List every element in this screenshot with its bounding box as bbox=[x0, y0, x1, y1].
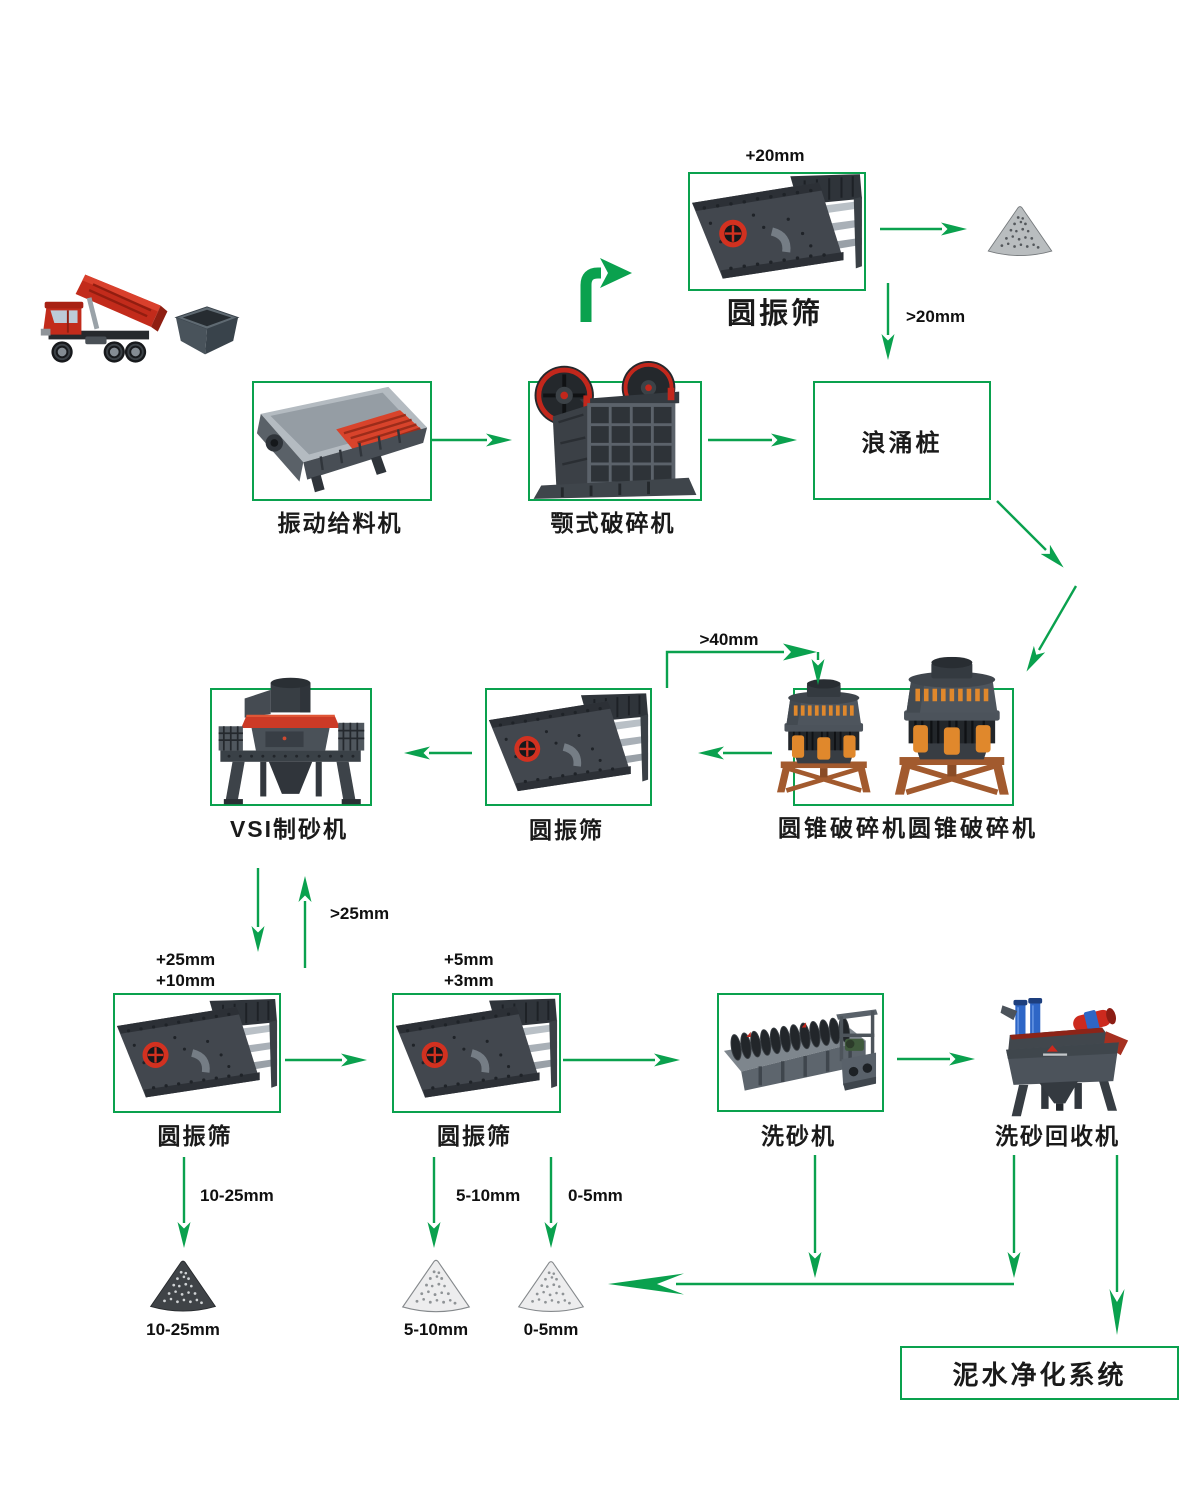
screen-mid-box bbox=[485, 688, 652, 806]
screen-b-label: 圆振筛 bbox=[437, 1123, 512, 1149]
pile-0-5-image bbox=[514, 1258, 588, 1317]
vsi-box bbox=[210, 688, 372, 806]
flow-label-plus25-plus10: +25mm +10mm bbox=[156, 949, 215, 991]
flow-label-plus20: +20mm bbox=[745, 146, 805, 165]
screen-top-label: 圆振筛 bbox=[726, 298, 823, 330]
flow-label-plus10: +10mm bbox=[156, 971, 216, 990]
dump-truck-image bbox=[35, 272, 180, 372]
screen-top-image bbox=[690, 174, 864, 289]
mud-purification-label: 泥水净化系统 bbox=[952, 1359, 1127, 1390]
flow-label-plus3: +3mm bbox=[444, 971, 494, 990]
collect-arrowhead bbox=[608, 1273, 684, 1295]
flow-label-5-10: 5-10mm bbox=[456, 1186, 521, 1205]
flow-label-plus25: +25mm bbox=[156, 950, 216, 969]
flow-label-0-5: 0-5mm bbox=[568, 1186, 623, 1205]
feed-hopper-image bbox=[173, 303, 241, 367]
flow-label-10-25: 10-25mm bbox=[200, 1186, 274, 1205]
sand-washer-box bbox=[717, 993, 884, 1112]
cone-crushers-label: 圆锥破碎机圆锥破碎机 bbox=[778, 815, 1038, 841]
flow-label-plus5: +5mm bbox=[444, 950, 494, 969]
jaw-crusher-box bbox=[528, 381, 702, 501]
sand-washer-label: 洗砂机 bbox=[761, 1123, 836, 1149]
screen-top-box bbox=[688, 172, 866, 291]
jaw-crusher-label: 颚式破碎机 bbox=[550, 510, 676, 536]
screen-mid-image bbox=[487, 690, 650, 804]
feeder-label: 振动给料机 bbox=[277, 510, 403, 536]
arrow-surge-to-cone-2 bbox=[1026, 585, 1078, 672]
pile-10-25-image bbox=[146, 1256, 220, 1318]
jaw-crusher-image bbox=[524, 355, 706, 501]
cone-crushers-box bbox=[793, 688, 1014, 806]
screen-a-image bbox=[115, 995, 279, 1111]
pile-5-10-image bbox=[398, 1256, 474, 1318]
flow-label-gt40: >40mm bbox=[699, 630, 759, 649]
screen-b-box bbox=[392, 993, 561, 1113]
arrow-jaw-recirculation-elbow bbox=[580, 267, 601, 322]
feeder-image bbox=[254, 383, 430, 499]
feeder-box bbox=[252, 381, 432, 501]
jaw-recirc-arrowhead bbox=[600, 258, 632, 288]
screen-a-label: 圆振筛 bbox=[157, 1123, 233, 1149]
vsi-label: VSI制砂机 bbox=[229, 816, 349, 842]
sand-recycler-image bbox=[980, 998, 1132, 1120]
pile-10-25-label: 10-25mm bbox=[146, 1320, 220, 1339]
screen-mid-label: 圆振筛 bbox=[529, 817, 604, 843]
pile-0-5-label: 0-5mm bbox=[523, 1320, 579, 1339]
sand-recycler-label: 洗砂回收机 bbox=[995, 1123, 1120, 1149]
flow-label-plus5-plus3: +5mm +3mm bbox=[444, 949, 494, 991]
screen-a-box bbox=[113, 993, 281, 1113]
flow-label-gt25: >25mm bbox=[330, 904, 390, 923]
surge-bin-box: 浪涌桩 bbox=[813, 381, 991, 500]
vsi-image bbox=[207, 676, 375, 806]
surge-bin-label: 浪涌桩 bbox=[861, 430, 943, 457]
mud-purification-box: 泥水净化系统 bbox=[900, 1346, 1179, 1400]
cone-crushers-image bbox=[777, 654, 1021, 802]
arrow-surge-to-cone-1 bbox=[996, 500, 1064, 568]
oversize-stockpile-image bbox=[983, 203, 1057, 261]
flow-label-gt20: >20mm bbox=[906, 307, 966, 326]
sand-washer-image bbox=[721, 999, 879, 1107]
mud-arrowhead bbox=[1109, 1289, 1125, 1335]
pile-5-10-label: 5-10mm bbox=[403, 1320, 469, 1339]
line-gt40-recirculation bbox=[665, 643, 817, 688]
screen-b-image bbox=[394, 995, 559, 1111]
